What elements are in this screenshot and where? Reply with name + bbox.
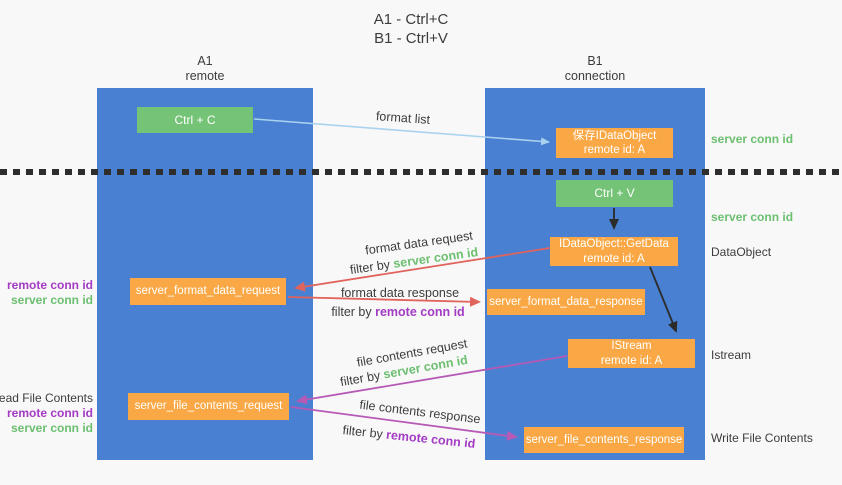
server-format-data-request-box: server_format_data_request	[130, 278, 286, 305]
title-line-2: B1 - Ctrl+V	[374, 30, 448, 47]
getdata-line1: IDataObject::GetData	[559, 238, 669, 251]
server-format-data-response-box: server_format_data_response	[487, 289, 645, 315]
istream-box: IStream remote id: A	[568, 339, 695, 368]
read-file-contents-label: Read File Contents	[0, 391, 93, 405]
save-idataobject-box: 保存IDataObject remote id: A	[556, 128, 673, 158]
format-data-response-filter-label: filter by remote conn id	[331, 305, 464, 319]
server-file-contents-request-label: server_file_contents_request	[134, 400, 283, 413]
save-idataobject-line1: 保存IDataObject	[572, 129, 657, 142]
left-remote-conn-id-label-2: remote conn id	[6, 406, 93, 420]
diagram-title: A1 - Ctrl+C B1 - Ctrl+V	[0, 10, 822, 48]
filter-by-text: filter by	[349, 257, 391, 277]
istream-line1: IStream	[611, 340, 652, 353]
remote-conn-id-text: remote conn id	[385, 427, 477, 451]
lane-b1-name: B1	[587, 54, 603, 68]
file-contents-response-label: file contents response	[358, 397, 482, 427]
title-line-1: A1 - Ctrl+C	[373, 11, 449, 28]
lane-a1-name: A1	[197, 54, 213, 68]
lane-b1-header: B1 connection	[485, 54, 705, 84]
ctrl-v-label: Ctrl + V	[594, 186, 635, 200]
lane-a1-header: A1 remote	[97, 54, 313, 84]
ctrl-v-box: Ctrl + V	[556, 180, 673, 207]
save-idataobject-line2: remote id: A	[583, 144, 646, 156]
remote-conn-id-text: remote conn id	[375, 305, 465, 319]
istream-line2: remote id: A	[600, 354, 663, 367]
right-server-conn-id-label: server conn id	[711, 132, 794, 146]
right-server-conn-id-label-2: server conn id	[711, 210, 794, 224]
filter-by-text: filter by	[331, 305, 372, 319]
istream-side-label: Istream	[711, 348, 752, 362]
lane-a1-subtitle: remote	[185, 69, 225, 83]
format-list-label: format list	[375, 109, 431, 127]
filter-by-text: filter by	[339, 368, 382, 390]
filter-by-text: filter by	[341, 423, 384, 442]
file-contents-response-filter-label: filter by remote conn id	[342, 423, 476, 451]
left-server-conn-id-label-2: server conn id	[10, 421, 93, 435]
left-remote-conn-id-label: remote conn id	[6, 278, 93, 292]
getdata-line2: remote id: A	[583, 252, 645, 265]
server-format-data-request-label: server_format_data_request	[135, 285, 281, 298]
server-file-contents-response-label: server_file_contents_response	[525, 433, 683, 446]
write-file-contents-label: Write File Contents	[711, 431, 813, 445]
server-file-contents-response-box: server_file_contents_response	[524, 427, 684, 453]
lane-b1-subtitle: connection	[564, 69, 626, 83]
server-file-contents-request-box: server_file_contents_request	[128, 393, 289, 420]
left-server-conn-id-label: server conn id	[10, 293, 93, 307]
format-data-response-label: format data response	[340, 286, 460, 300]
dataobject-label: DataObject	[711, 245, 772, 259]
server-format-data-response-label: server_format_data_response	[489, 295, 643, 308]
idataobject-getdata-box: IDataObject::GetData remote id: A	[550, 237, 678, 266]
ctrl-c-box: Ctrl + C	[137, 107, 253, 133]
ctrl-c-label: Ctrl + C	[174, 112, 216, 127]
phase-divider-dotted-line	[0, 169, 842, 175]
